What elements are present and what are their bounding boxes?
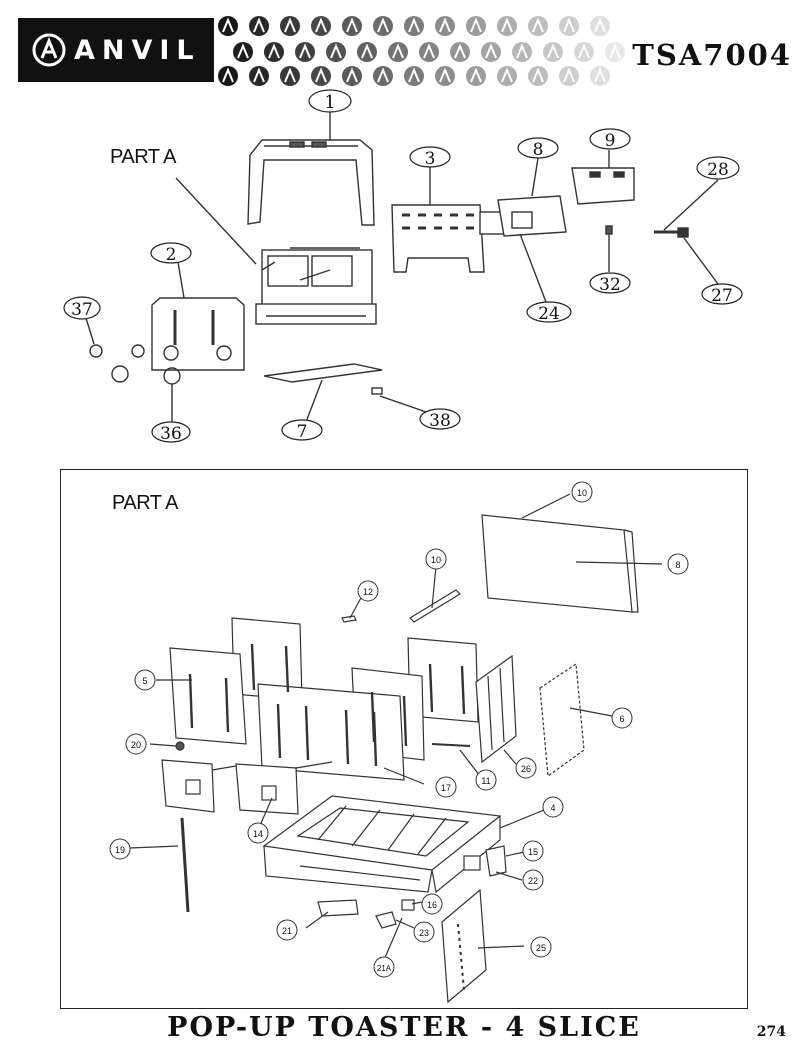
callout-12: 12 <box>357 580 379 602</box>
page-number: 274 <box>756 1024 786 1040</box>
svg-text:17: 17 <box>441 783 451 793</box>
callout-10b: 10 <box>425 548 447 570</box>
long-panel-part <box>441 888 525 1004</box>
svg-text:27: 27 <box>711 286 733 306</box>
svg-text:4: 4 <box>550 803 555 813</box>
side-panel-part <box>151 261 245 371</box>
top-callouts: 1 2 3 8 9 28 37 24 32 27 7 36 38 <box>63 89 743 444</box>
svg-text:36: 36 <box>160 424 182 444</box>
svg-text:7: 7 <box>297 422 308 442</box>
callout-11: 11 <box>475 769 497 791</box>
svg-text:21: 21 <box>282 926 292 936</box>
callout-21: 21 <box>276 919 298 941</box>
svg-text:26: 26 <box>521 764 531 774</box>
callout-36: 36 <box>151 421 191 444</box>
part-a-label-bottom: PART A <box>112 492 178 514</box>
model-number: TSA7004 <box>632 38 792 72</box>
svg-text:3: 3 <box>425 149 436 169</box>
svg-text:38: 38 <box>429 411 451 431</box>
carriage-brackets <box>161 759 333 815</box>
bracket-part <box>479 157 567 303</box>
svg-text:8: 8 <box>533 140 544 160</box>
callout-8b: 8 <box>667 553 689 575</box>
callout-10a: 10 <box>571 481 593 503</box>
logo-pattern-band <box>218 16 625 86</box>
svg-text:37: 37 <box>71 300 93 320</box>
crumb-tray-part <box>263 363 383 423</box>
svg-text:25: 25 <box>536 943 546 953</box>
callout-32: 32 <box>589 272 631 295</box>
power-cord-part <box>654 179 719 285</box>
bottom-callouts: 10 8 12 10 5 6 20 11 26 17 4 14 15 19 22… <box>109 481 689 978</box>
toaster-body-part <box>255 247 377 325</box>
callout-27: 27 <box>701 283 743 306</box>
side-shield-part <box>481 493 663 613</box>
base-chassis-part <box>262 795 545 894</box>
callout-15: 15 <box>522 840 544 862</box>
svg-text:22: 22 <box>528 876 538 886</box>
svg-text:28: 28 <box>707 160 729 180</box>
mica-panel-part <box>539 662 613 778</box>
svg-text:5: 5 <box>142 676 147 686</box>
svg-text:24: 24 <box>538 304 560 324</box>
callout-4: 4 <box>542 796 564 818</box>
callout-19: 19 <box>109 838 131 860</box>
part-a-label-top: PART A <box>110 146 176 168</box>
callout-37: 37 <box>63 296 101 320</box>
callout-25: 25 <box>530 936 552 958</box>
svg-text:19: 19 <box>115 845 125 855</box>
svg-text:9: 9 <box>605 131 616 151</box>
callout-16: 16 <box>421 893 443 915</box>
cover-plate-part <box>571 150 635 205</box>
svg-text:10: 10 <box>577 488 587 498</box>
svg-text:6: 6 <box>619 714 624 724</box>
callout-1: 1 <box>308 89 352 113</box>
svg-text:21A: 21A <box>377 964 392 973</box>
knob-parts <box>85 317 181 424</box>
svg-text:1: 1 <box>324 92 335 113</box>
callout-26: 26 <box>515 757 537 779</box>
callout-28: 28 <box>696 156 740 180</box>
callout-17: 17 <box>435 776 457 798</box>
callout-6: 6 <box>611 707 633 729</box>
svg-text:20: 20 <box>131 740 141 750</box>
svg-text:12: 12 <box>363 587 373 597</box>
svg-text:8: 8 <box>675 560 680 570</box>
anvil-logo-icon <box>32 33 66 67</box>
svg-text:2: 2 <box>166 245 177 265</box>
callout-22: 22 <box>522 869 544 891</box>
svg-text:11: 11 <box>481 776 490 786</box>
switch-parts <box>463 845 525 881</box>
callout-20: 20 <box>125 733 147 755</box>
callout-24: 24 <box>526 301 572 324</box>
top-exploded-diagram: 1 2 3 8 9 28 37 24 32 27 7 36 38 <box>63 89 743 444</box>
svg-text:16: 16 <box>427 900 437 910</box>
callout-21a: 21A <box>373 956 395 978</box>
callout-2: 2 <box>150 242 192 265</box>
callout-7: 7 <box>281 419 323 442</box>
callout-9: 9 <box>589 128 631 151</box>
callout-14: 14 <box>247 822 269 844</box>
callout-5: 5 <box>134 669 156 691</box>
callout-3: 3 <box>409 146 451 169</box>
svg-text:15: 15 <box>528 847 538 857</box>
svg-text:32: 32 <box>599 275 621 295</box>
svg-text:14: 14 <box>253 829 263 839</box>
callout-8: 8 <box>517 137 559 160</box>
document-title: POP-UP TOASTER - 4 SLICE <box>167 1012 641 1043</box>
callout-38: 38 <box>419 408 461 431</box>
outer-cover-part <box>247 112 375 226</box>
svg-text:23: 23 <box>419 928 429 938</box>
part-a-detail-frame <box>60 469 748 1009</box>
anvil-logo: ANVIL <box>18 18 214 82</box>
page-header: ANVIL TSA7004 <box>0 0 808 86</box>
brand-name: ANVIL <box>74 34 201 66</box>
callout-23: 23 <box>413 921 435 943</box>
svg-text:10: 10 <box>431 555 441 565</box>
heating-element-plates <box>169 617 479 781</box>
rack-part <box>475 654 517 765</box>
